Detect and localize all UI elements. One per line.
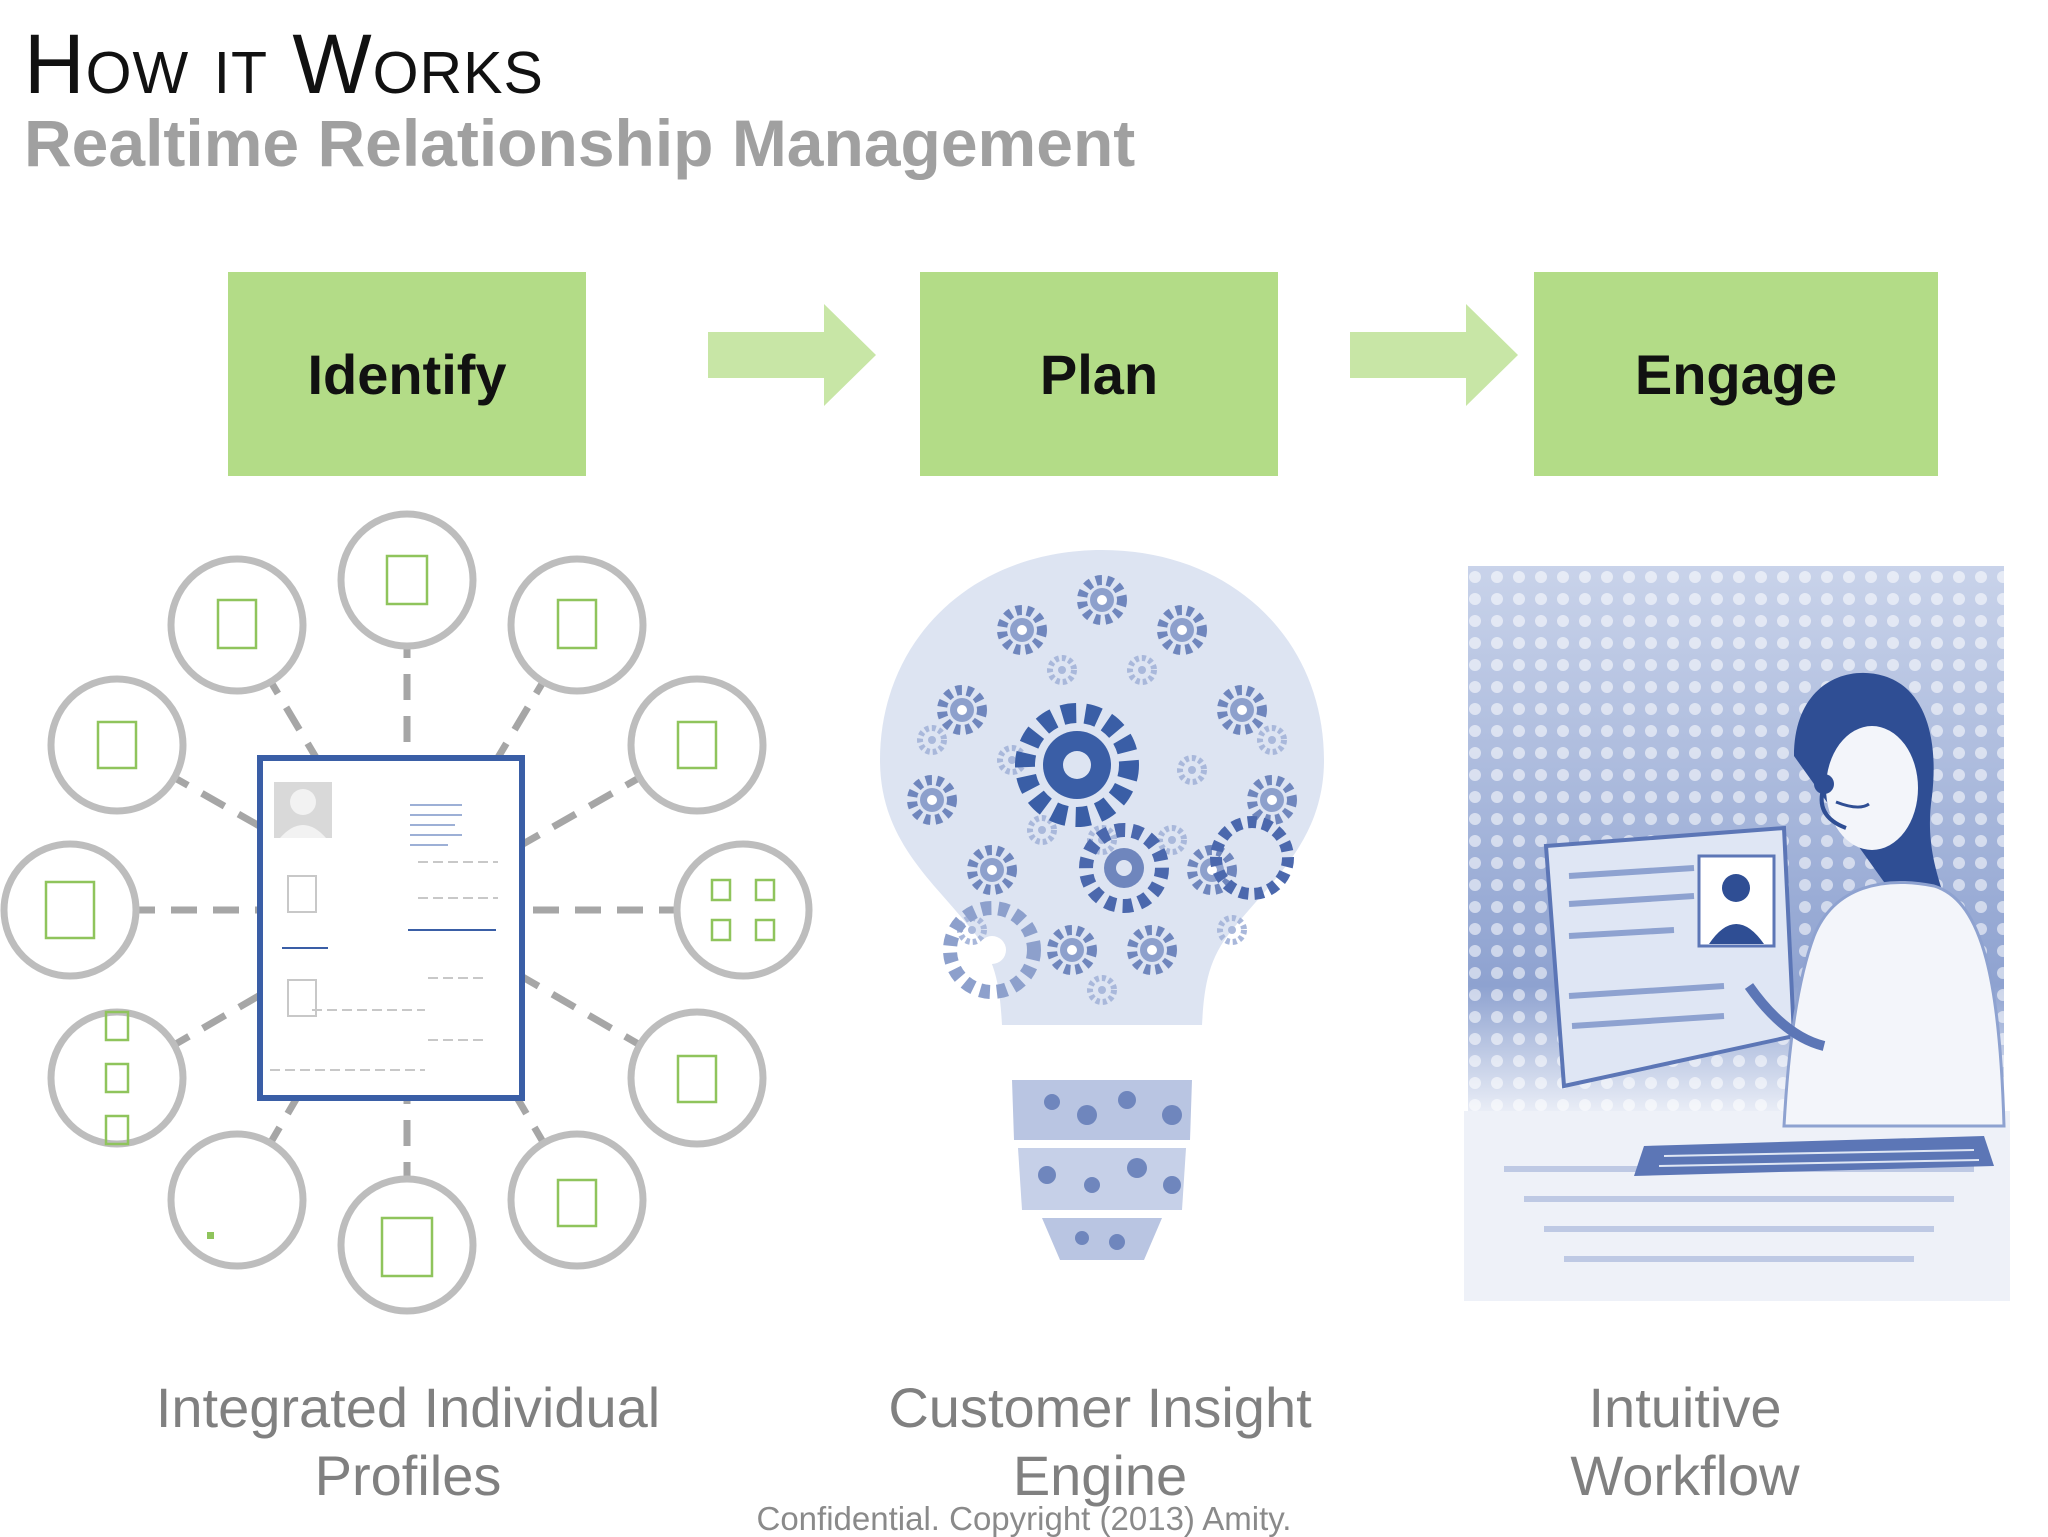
step-engage: Engage — [1534, 272, 1938, 476]
caption-plan: Customer Insight Engine — [810, 1374, 1390, 1510]
page-subtitle: Realtime Relationship Management — [24, 106, 1136, 180]
arrow-right-icon — [1350, 304, 1518, 406]
caption-line: Integrated Individual — [155, 1376, 661, 1439]
caption-identify: Integrated Individual Profiles — [120, 1374, 696, 1510]
gear-lightbulb-icon — [880, 550, 1324, 1260]
copyright-footer: Confidential. Copyright (2013) Amity. — [756, 1500, 1292, 1537]
arrow-right-icon — [708, 304, 876, 406]
step-identify: Identify — [228, 272, 586, 476]
caption-line: Workflow — [1570, 1444, 1800, 1507]
support-agent-icon — [1464, 566, 2010, 1301]
profile-hub-icon — [0, 510, 813, 1315]
caption-line: Engine — [1012, 1444, 1188, 1507]
caption-line: Intuitive — [1588, 1376, 1782, 1439]
caption-line: Profiles — [314, 1444, 502, 1507]
step-plan: Plan — [920, 272, 1278, 476]
caption-engage: Intuitive Workflow — [1480, 1374, 1890, 1510]
page-title: How it Works — [24, 17, 544, 111]
caption-line: Customer Insight — [888, 1376, 1312, 1439]
